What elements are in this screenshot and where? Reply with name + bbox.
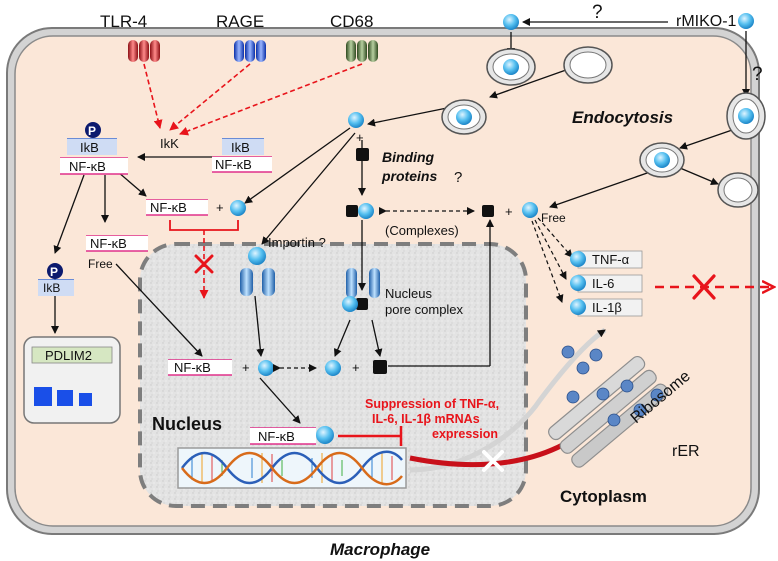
- endosome-2: [563, 46, 613, 84]
- label-tlr4: TLR-4: [100, 12, 147, 31]
- nfkb-label-6: NF-κB: [258, 429, 295, 444]
- black-arrows: [51, 18, 750, 424]
- nfkb-bound-cytoplasm: NF-κB +: [146, 199, 246, 216]
- particle-nucleus-1: [258, 360, 274, 376]
- cytokine-il1b: IL-1β: [570, 298, 643, 317]
- translocation-block-x: [194, 254, 214, 274]
- binding-label-line2: proteins: [381, 168, 437, 184]
- ikb-nfkb-complex-left: P IkB NF-κB: [60, 122, 128, 175]
- nfkb-free: NF-κB Free: [86, 235, 148, 271]
- endosome-5: [639, 142, 685, 178]
- pdlim2-label: PDLIM2: [45, 348, 92, 363]
- ikb-phosphorylated: P IkB: [38, 263, 74, 296]
- suppression-line2: IL-6, IL-1β mRNAs: [372, 412, 480, 426]
- ligand-particle-top: [503, 14, 519, 30]
- cytokine-tnf: TNF-α: [570, 250, 643, 269]
- macrophage-label: Macrophage: [330, 540, 430, 559]
- ikb-label-2: IkB: [231, 140, 250, 155]
- p-label-1: P: [88, 124, 96, 138]
- label-cd68: CD68: [330, 12, 373, 31]
- free-label-left: Free: [88, 257, 113, 271]
- dna: [177, 447, 407, 489]
- plus-nfkb: +: [216, 200, 224, 215]
- importin-label: Importin ?: [268, 235, 326, 250]
- cytokine-il1b-label: IL-1β: [592, 300, 622, 315]
- receptor-cd68: [346, 40, 378, 62]
- ligand-label: rMIKO-1: [676, 13, 737, 30]
- label-rage: RAGE: [216, 12, 264, 31]
- receptor-signal-arrows: [143, 63, 363, 136]
- binding-label-line1: Binding: [382, 149, 435, 165]
- cytokine-arrows: [531, 217, 573, 303]
- endosome-1: [486, 48, 536, 86]
- complexes-label: (Complexes): [385, 223, 459, 238]
- nfkb-label-3: NF-κB: [150, 200, 187, 215]
- nfkb-dna-complex: NF-κB: [250, 426, 334, 445]
- ikb-nfkb-complex-right: IkB NF-κB: [212, 138, 272, 173]
- binding-protein-nucleus: [373, 360, 387, 374]
- p-label-2: P: [50, 265, 58, 279]
- nucleus-label: Nucleus: [152, 414, 222, 434]
- free-particle: [522, 202, 538, 218]
- released-particle: [348, 112, 364, 128]
- ikb-label-3: IkB: [43, 281, 60, 295]
- ribosomes: [561, 345, 664, 427]
- endocytosis-label: Endocytosis: [572, 108, 673, 127]
- endosome-4: [726, 92, 766, 140]
- cytokine-il6-label: IL-6: [592, 276, 614, 291]
- plus-nucleus-1: +: [242, 360, 250, 375]
- nfkb-label-4: NF-κB: [90, 236, 127, 251]
- ikb-label-1: IkB: [80, 140, 99, 155]
- binding-protein-block: [356, 148, 369, 161]
- suppression-inhibit-line: [338, 426, 403, 446]
- nfkb-label-1: NF-κB: [69, 159, 106, 174]
- question-right: ?: [752, 64, 763, 85]
- pore-label-line1: Nucleus: [385, 286, 432, 301]
- binding-protein-free: [482, 205, 494, 217]
- cytokine-il6: IL-6: [570, 274, 643, 293]
- plus-nucleus-2: +: [352, 360, 360, 375]
- free-label-right: Free: [541, 211, 566, 225]
- plus-released: +: [356, 130, 364, 145]
- ikk-label: IkK: [160, 136, 179, 151]
- receptor-rage: [234, 40, 266, 62]
- particle-nucleus-2: [325, 360, 341, 376]
- suppression-line3: expression: [432, 427, 498, 441]
- nucleus-pore-right: [342, 268, 380, 312]
- pore-label-line2: pore complex: [385, 302, 464, 317]
- nfkb-label-5: NF-κB: [174, 360, 211, 375]
- endosome-6: [717, 172, 759, 208]
- nucleus-pore-left: [240, 247, 275, 296]
- endosome-3: [441, 99, 487, 135]
- nfkb-nucleus: NF-κB: [168, 359, 232, 376]
- receptor-tlr4: [128, 40, 160, 62]
- complex-cytoplasm: [346, 203, 374, 219]
- suppression-line1: Suppression of TNF-α,: [365, 397, 499, 411]
- pdlim2-box: PDLIM2: [23, 336, 121, 424]
- nfkb-label-2: NF-κB: [215, 157, 252, 172]
- transcription-block-x: [482, 450, 504, 472]
- secretion-block-x: [692, 274, 716, 300]
- cytoplasm-label: Cytoplasm: [560, 487, 647, 506]
- cytokine-tnf-label: TNF-α: [592, 252, 630, 267]
- plus-free: +: [505, 204, 513, 219]
- binding-question: ?: [454, 169, 462, 186]
- question-top: ?: [592, 2, 603, 23]
- ligand-particle: [738, 13, 754, 29]
- rer-label: rER: [672, 443, 700, 460]
